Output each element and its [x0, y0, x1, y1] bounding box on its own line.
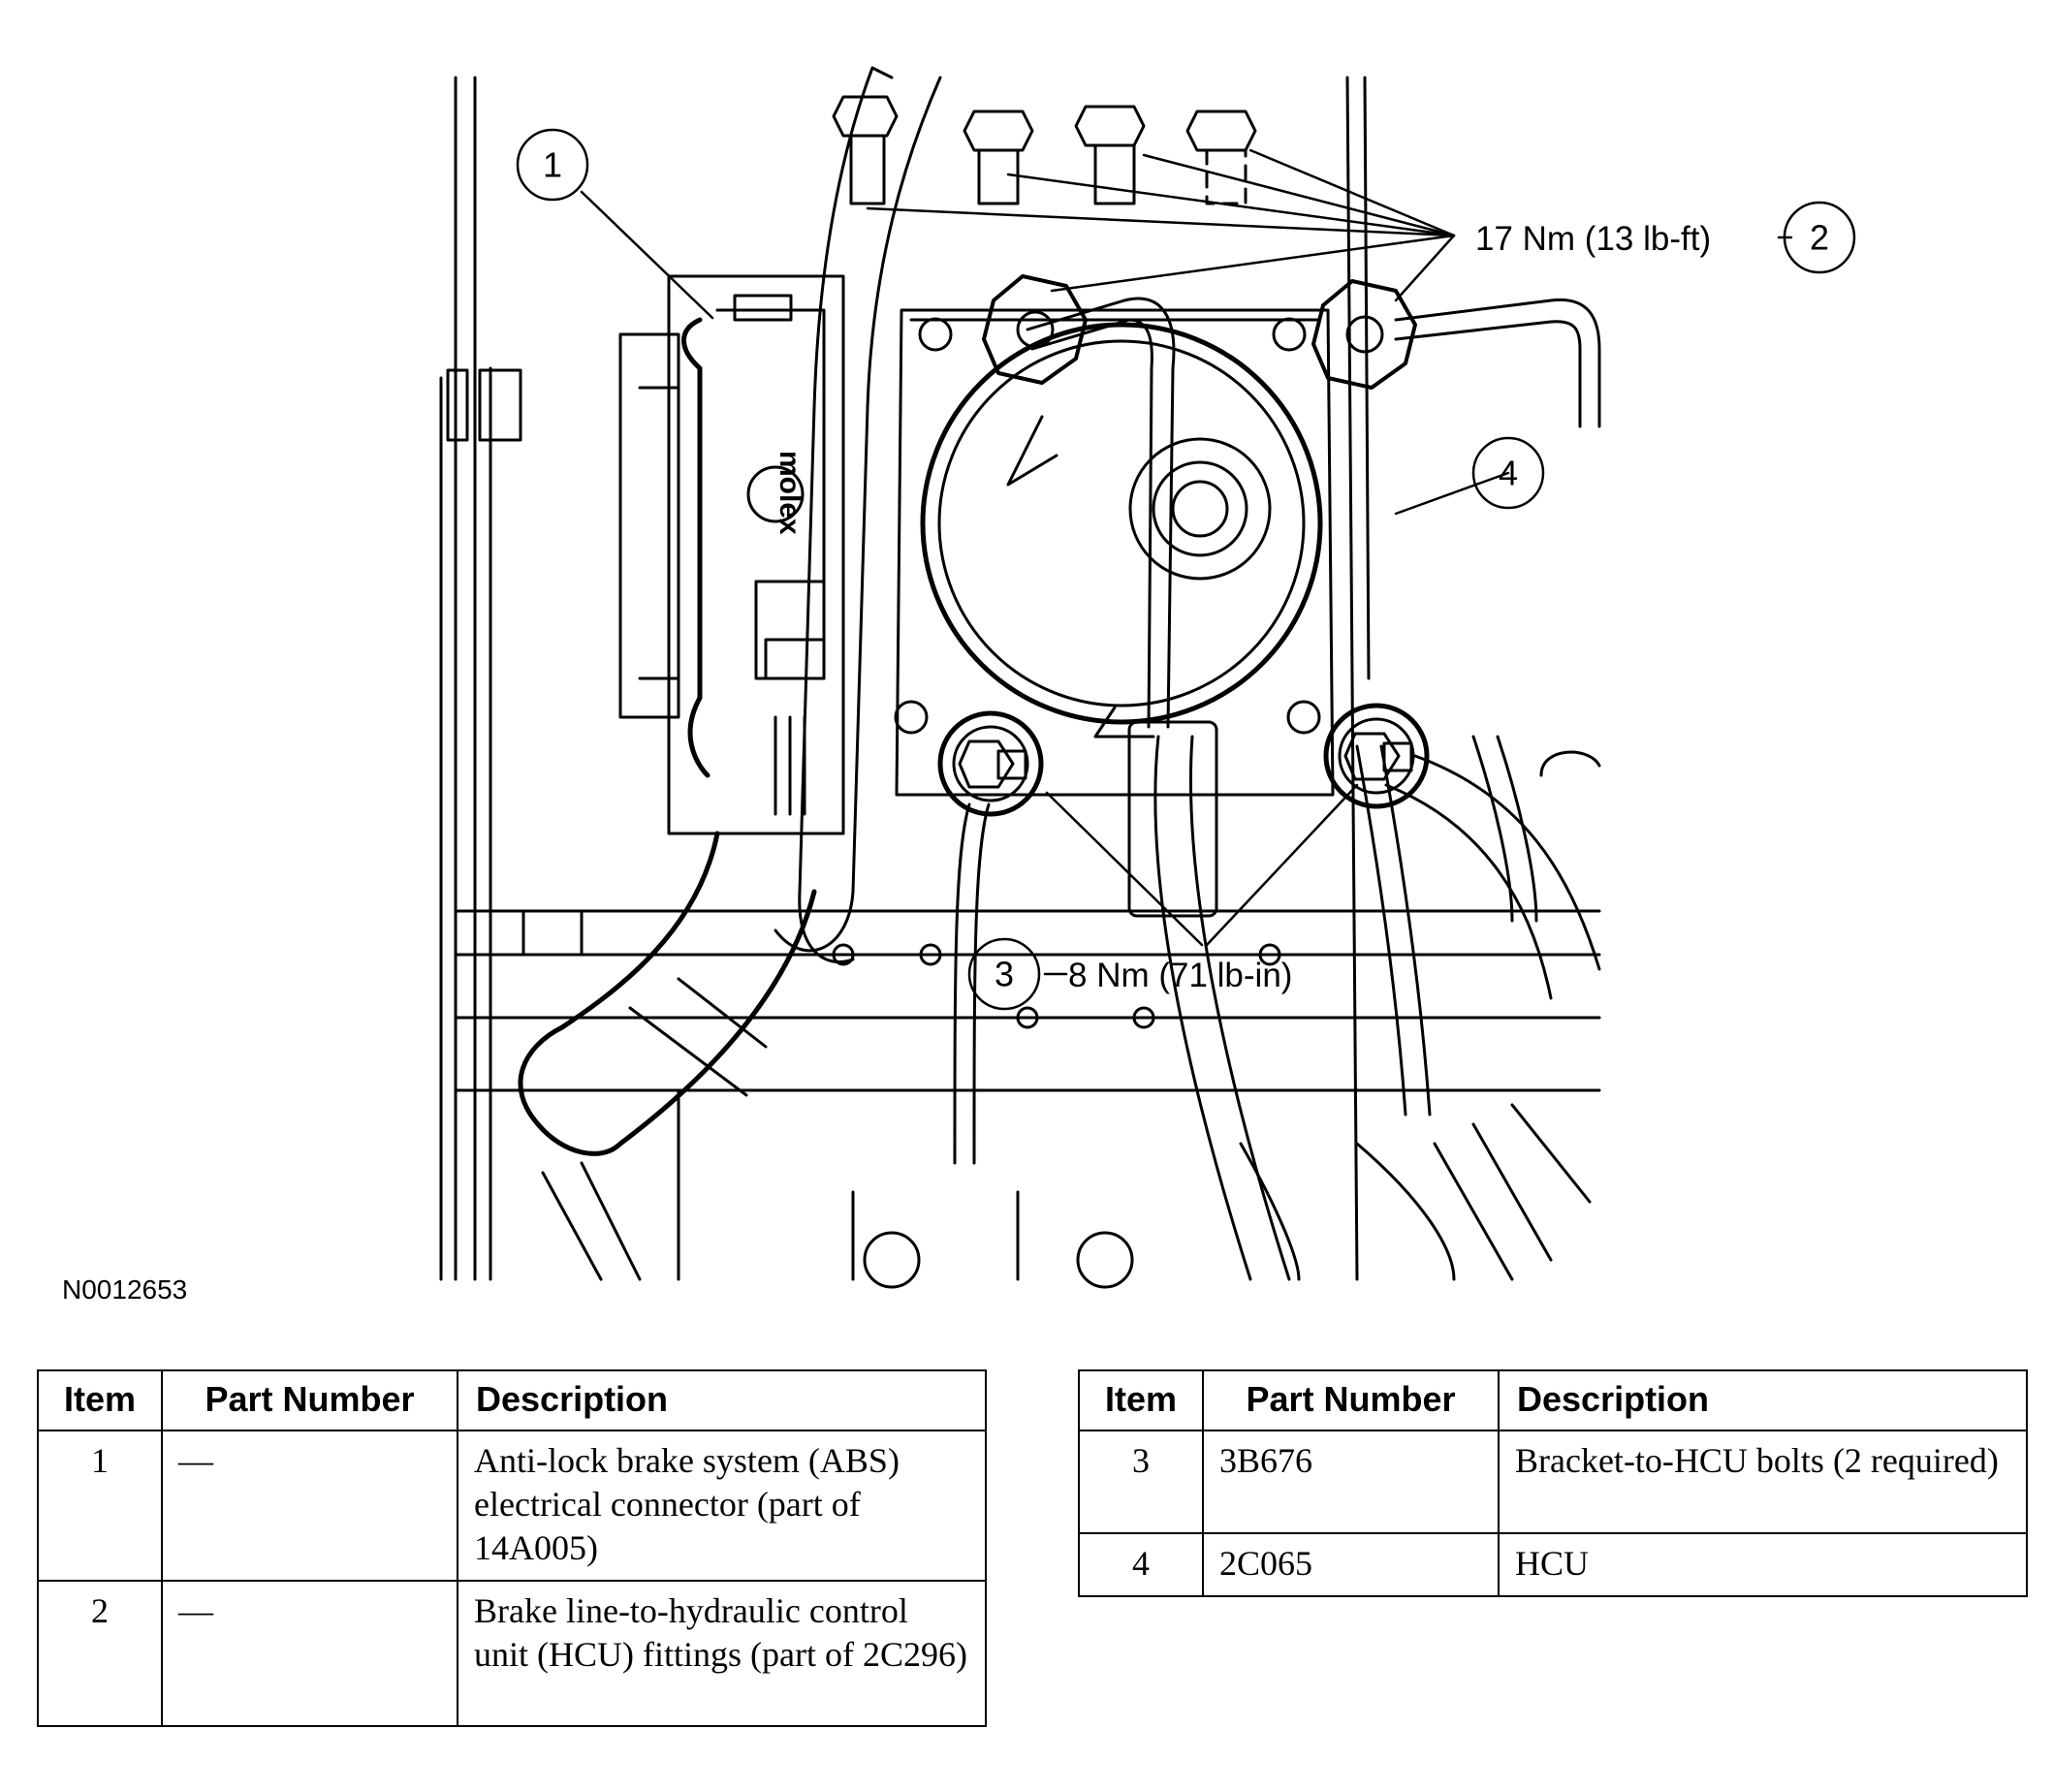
parts-table-right: Item Part Number Description 3 3B676 Bra…	[1078, 1369, 2028, 1597]
hcu-line-drawing: molex 1 2 3 4 17 Nm (13 lb-ft) 8 Nm (71 …	[439, 66, 1856, 1289]
bracket-to-hcu-bolts	[937, 703, 1430, 817]
table-row: 1 — Anti-lock brake system (ABS) electri…	[37, 1430, 987, 1582]
callout-4-number: 4	[1499, 454, 1518, 493]
table-header-row: Item Part Number Description	[37, 1369, 987, 1431]
callout-2-number: 2	[1810, 218, 1829, 258]
cell-part-number: 3B676	[1202, 1430, 1500, 1534]
cell-item: 3	[1078, 1430, 1204, 1534]
cell-description: Anti-lock brake system (ABS) electrical …	[457, 1430, 987, 1582]
cell-part-number: —	[161, 1430, 458, 1582]
cell-part-number: —	[161, 1580, 458, 1727]
cell-description: Bracket-to-HCU bolts (2 required)	[1498, 1430, 2028, 1534]
table-row: 4 2C065 HCU	[1078, 1532, 2028, 1597]
header-part-number: Part Number	[161, 1369, 458, 1431]
brake-line-fittings	[832, 95, 1417, 390]
abs-electrical-connector	[618, 274, 845, 835]
cell-item: 4	[1078, 1532, 1204, 1597]
callout-3-circle	[967, 937, 1041, 1011]
wiring-harness	[518, 831, 817, 1156]
header-description: Description	[1498, 1369, 2028, 1431]
table-row: 3 3B676 Bracket-to-HCU bolts (2 required…	[1078, 1430, 2028, 1534]
cell-description: HCU	[1498, 1532, 2028, 1597]
callout-3-number: 3	[995, 955, 1014, 994]
callout-1-number: 1	[543, 145, 562, 185]
hcu-bracket	[894, 308, 1335, 797]
cell-part-number: 2C065	[1202, 1532, 1500, 1597]
leader-lines	[580, 148, 1793, 976]
lower-chassis	[454, 754, 1601, 1289]
parts-table-left: Item Part Number Description 1 — Anti-lo…	[37, 1369, 987, 1727]
callout-2-circle	[1783, 201, 1856, 274]
figure-id: N0012653	[62, 1274, 188, 1305]
callout-4-circle	[1471, 436, 1545, 510]
header-item: Item	[1078, 1369, 1204, 1431]
table-row: 2 — Brake line-to-hydraulic control unit…	[37, 1580, 987, 1727]
header-part-number: Part Number	[1202, 1369, 1500, 1431]
callout-1-circle	[516, 128, 589, 202]
header-item: Item	[37, 1369, 163, 1431]
torque-spec-2: 17 Nm (13 lb-ft)	[1475, 220, 1711, 258]
hcu-pump-motor	[920, 322, 1323, 739]
frame-rails	[439, 76, 1371, 1281]
header-description: Description	[457, 1369, 987, 1431]
cell-description: Brake line-to-hydraulic control unit (HC…	[457, 1580, 987, 1727]
cell-item: 1	[37, 1430, 163, 1582]
connector-logo: molex	[774, 451, 805, 535]
table-header-row: Item Part Number Description	[1078, 1369, 2028, 1431]
cell-item: 2	[37, 1580, 163, 1727]
torque-spec-3: 8 Nm (71 lb-in)	[1068, 957, 1292, 994]
